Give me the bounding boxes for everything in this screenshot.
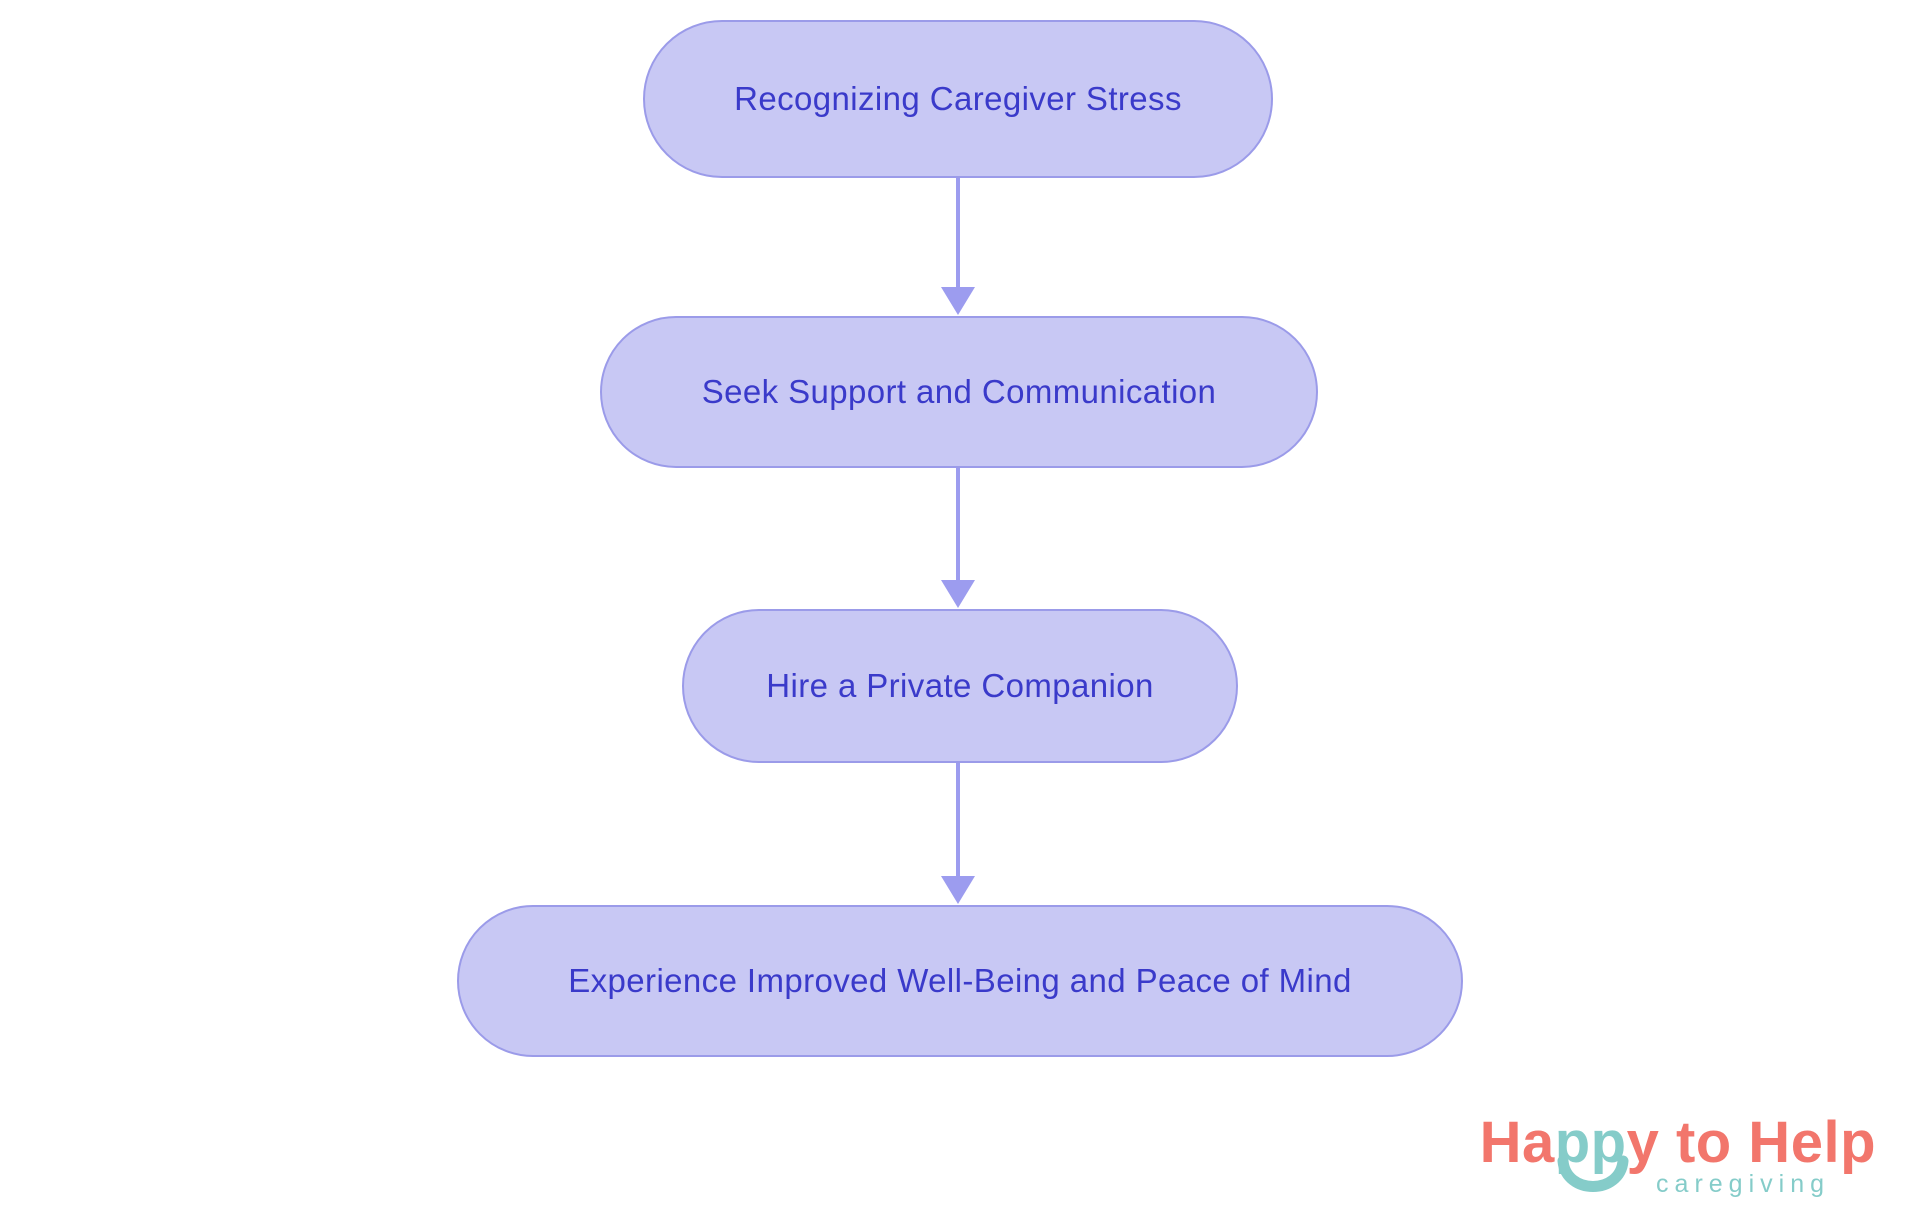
logo-tagline: caregiving	[1656, 1170, 1830, 1198]
flow-node-label: Seek Support and Communication	[701, 373, 1217, 410]
flow-node-seek-support: Seek Support and Communication	[600, 316, 1318, 468]
logo-text-ha: Ha	[1479, 1110, 1555, 1176]
down-arrow-connector-3	[941, 763, 975, 904]
arrow-head-icon	[941, 287, 975, 315]
arrow-shaft	[956, 468, 960, 582]
flow-node-hire-companion: Hire a Private Companion	[682, 609, 1238, 763]
down-arrow-connector-2	[941, 468, 975, 608]
flow-node-label: Recognizing Caregiver Stress	[734, 80, 1182, 117]
flow-node-label: Experience Improved Well-Being and Peace…	[568, 962, 1352, 999]
arrow-head-icon	[941, 876, 975, 904]
flow-node-improved-wellbeing: Experience Improved Well-Being and Peace…	[457, 905, 1463, 1057]
smile-icon	[1557, 1155, 1629, 1193]
flow-node-recognizing-caregiver-stress: Recognizing Caregiver Stress	[643, 20, 1273, 178]
arrow-shaft	[956, 178, 960, 289]
down-arrow-connector-1	[941, 178, 975, 315]
arrow-shaft	[956, 763, 960, 878]
logo-text-y-to-help: y to Help	[1626, 1110, 1876, 1176]
arrow-head-icon	[941, 580, 975, 608]
flow-node-label: Hire a Private Companion	[766, 667, 1154, 704]
logo-pp-with-smile: pp	[1555, 1111, 1629, 1193]
